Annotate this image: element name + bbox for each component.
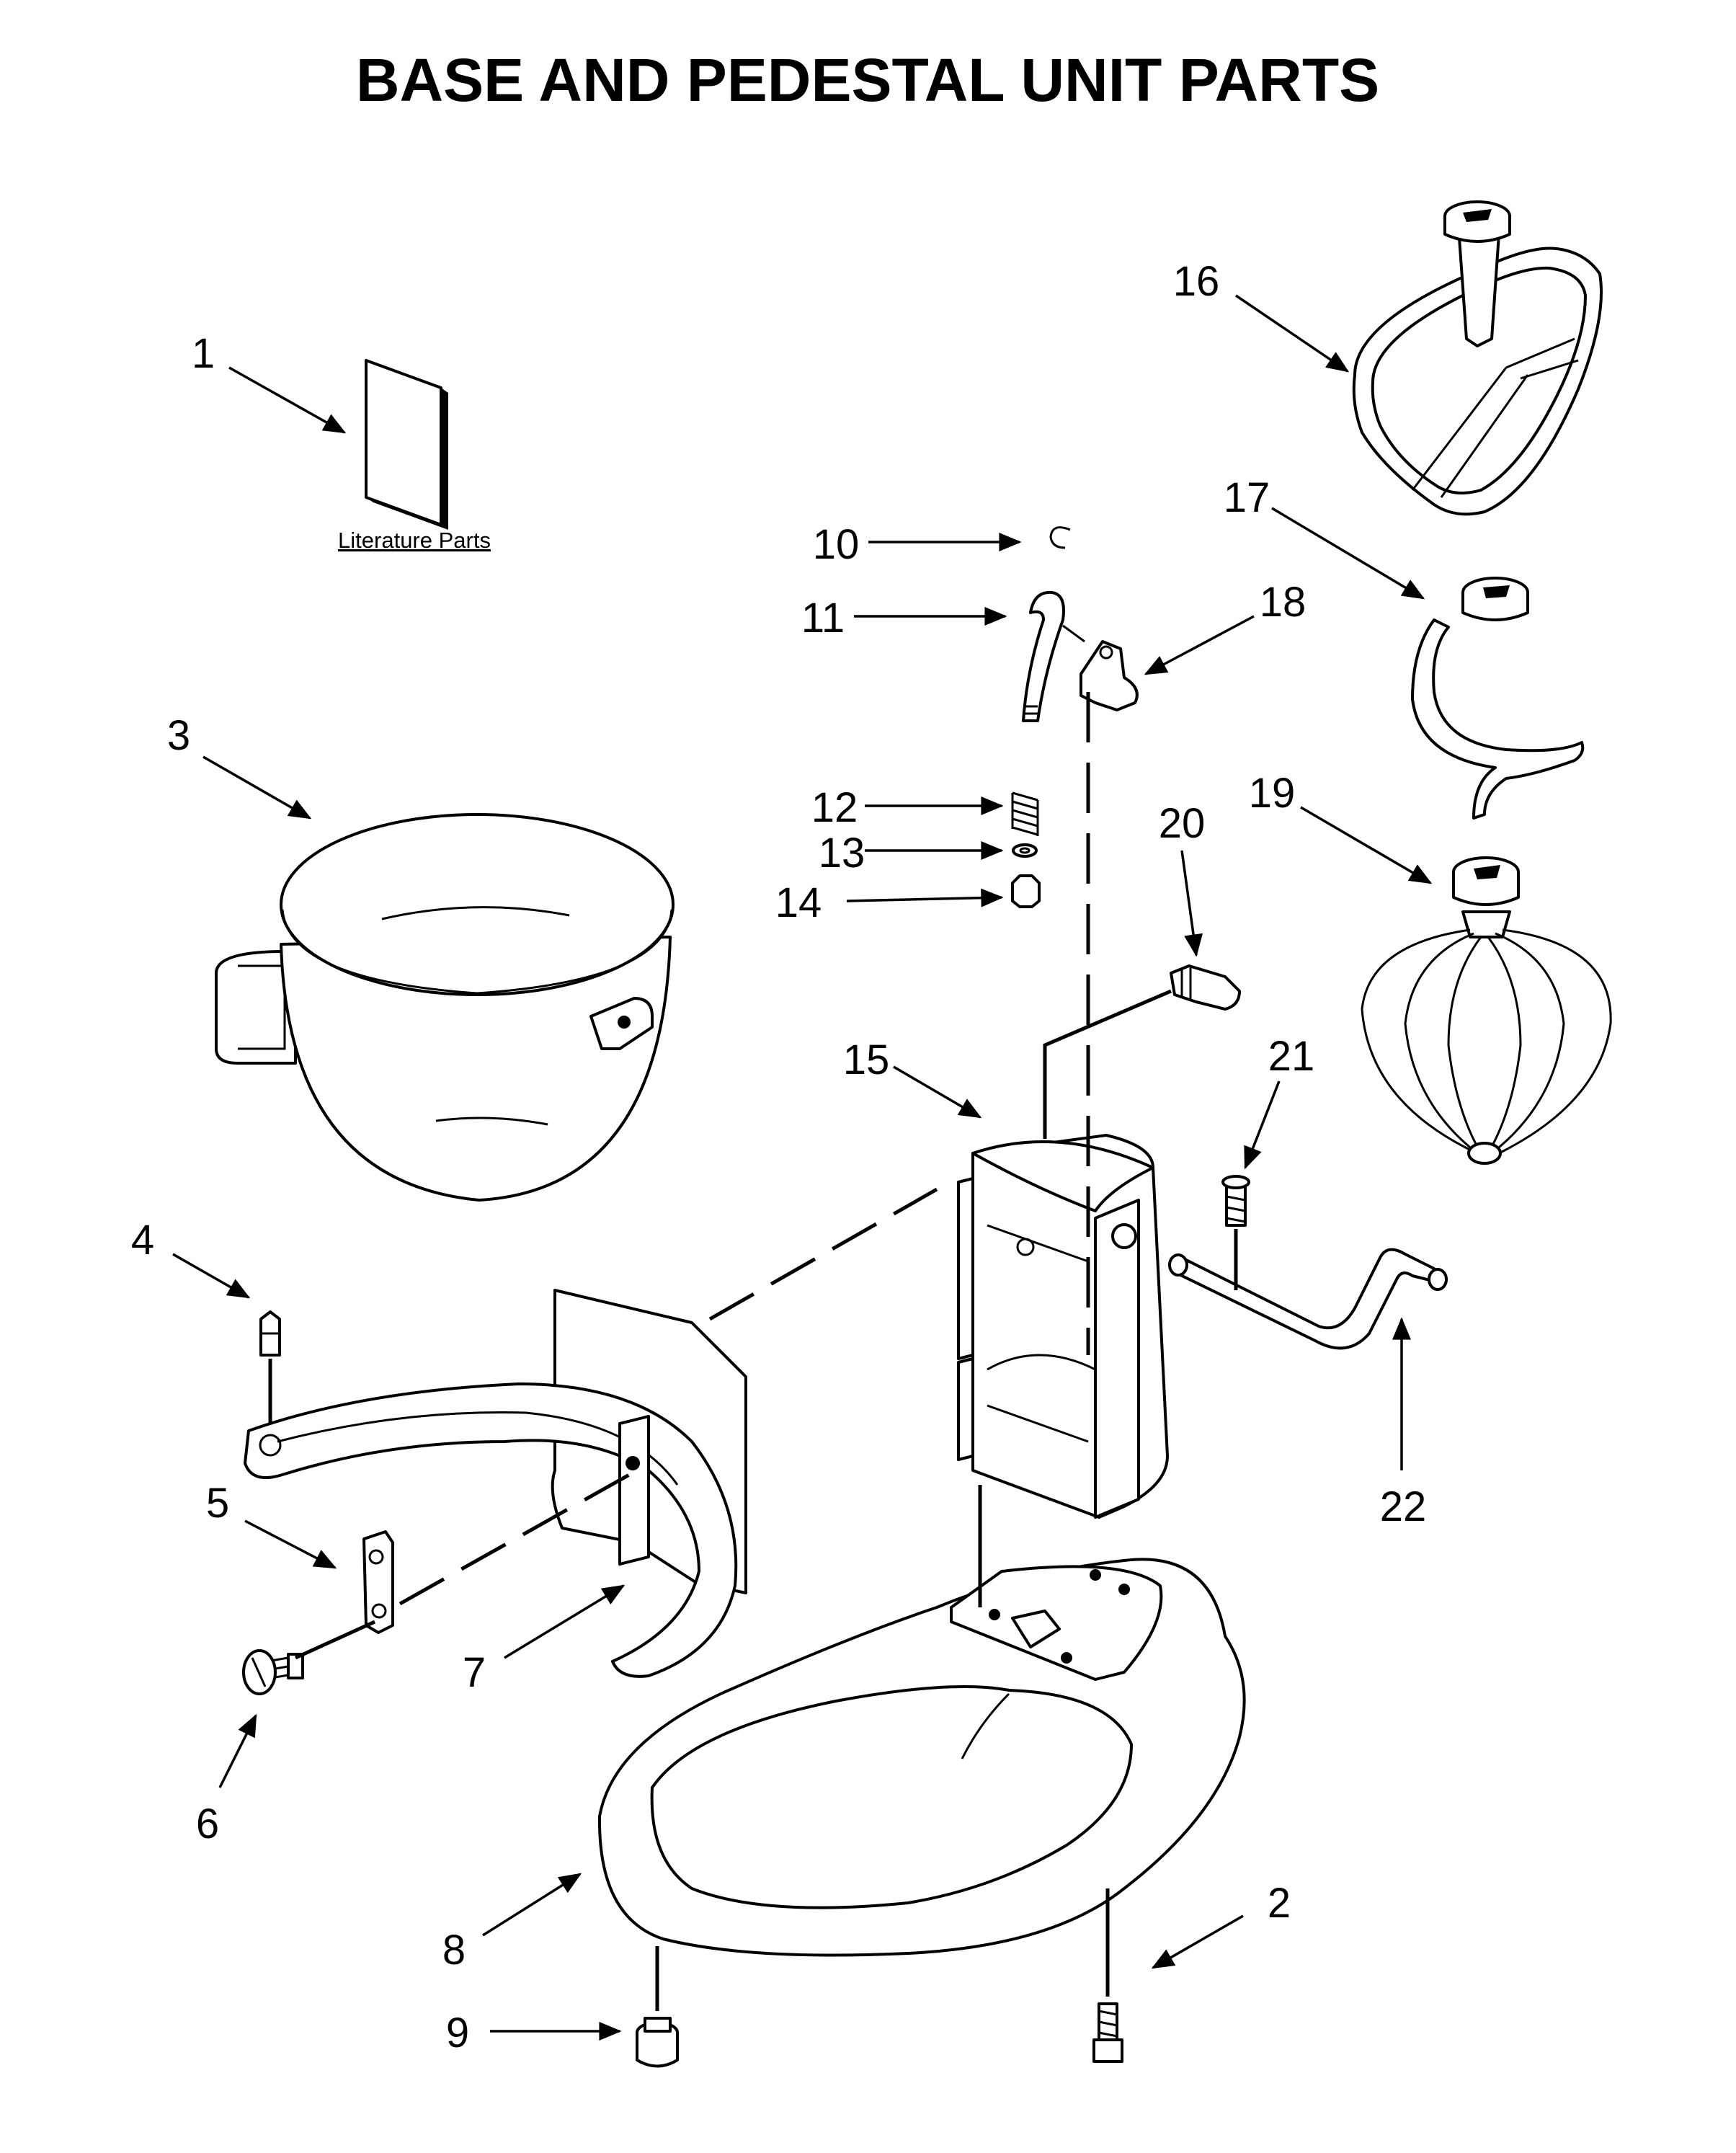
bowl-support-arm [244,1289,747,1678]
slotted-screw [242,1649,304,1695]
assembly-line-arm-pedestal [708,1187,938,1321]
page-title: BASE AND PEDESTAL UNIT PARTS [356,46,1379,114]
set-screw [1221,1175,1250,1227]
callout-6: 6 [196,1801,219,1847]
literature-parts-label: Literature Parts [338,528,491,553]
callout-16: 16 [1173,258,1220,305]
callout-20: 20 [1159,800,1206,847]
callout-15: 15 [843,1036,890,1083]
hex-nut [1011,874,1041,908]
bowl-support-pin [259,1310,281,1434]
pedestal-column [957,1134,1169,1519]
rubber-foot [636,2017,679,2068]
mixing-bowl [215,813,675,1202]
callout-14: 14 [775,879,822,926]
hinge-block [1170,964,1241,1011]
callout-7: 7 [463,1649,486,1696]
callout-21: 21 [1268,1033,1315,1080]
callout-1: 1 [192,330,215,377]
assembly-line-screw [294,1620,376,1660]
callout-3: 3 [167,712,190,759]
callout-9: 9 [446,2010,469,2056]
assembly-line-bracket-arm [399,1472,632,1606]
callout-13: 13 [819,830,865,876]
assembly-line-hinge-block [1043,989,1172,1139]
base-plate [597,1558,1246,1957]
bracket [362,1530,394,1634]
wire-whip [1361,856,1612,1165]
callout-11: 11 [801,595,845,642]
callout-22: 22 [1380,1483,1427,1530]
callout-8: 8 [442,1927,466,1974]
dough-hook [1411,577,1585,820]
callout-17: 17 [1224,474,1270,521]
washer [1012,843,1038,858]
leader-arrows [172,294,1433,2041]
hinge-pin-rod [1022,590,1065,722]
hinge-pin [1168,1248,1448,1350]
locking-lever [1062,624,1139,711]
callout-12: 12 [811,784,858,831]
literature-booklet [365,359,448,530]
bolt [1092,2002,1123,2063]
callout-10: 10 [813,521,860,568]
callout-18: 18 [1260,579,1307,626]
retaining-clip [1049,526,1071,549]
callout-4: 4 [131,1217,154,1264]
callout-5: 5 [206,1480,229,1527]
spring [1011,791,1039,836]
callout-2: 2 [1268,1880,1291,1927]
flat-beater [1352,200,1603,516]
callout-19: 19 [1249,770,1296,817]
